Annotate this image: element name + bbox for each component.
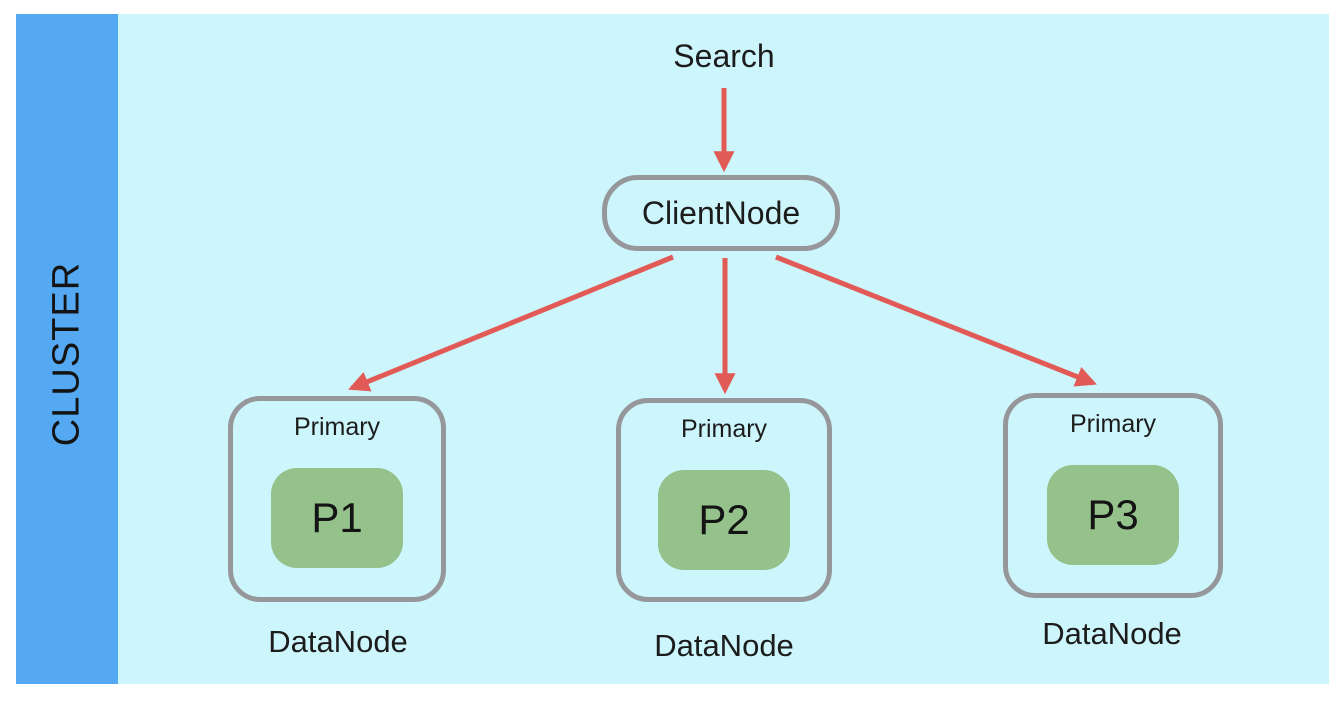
clientnode-box: ClientNode	[602, 175, 840, 251]
datanode-label-2: DataNode	[654, 628, 794, 663]
clientnode-label: ClientNode	[641, 194, 801, 231]
datanode-box-2: Primary P2	[616, 398, 832, 602]
shard-box-p1: P1	[271, 468, 403, 568]
datanode-box-1: Primary P1	[228, 396, 446, 602]
datanode-label-3: DataNode	[1042, 616, 1182, 651]
cluster-label: CLUSTER	[45, 261, 88, 447]
primary-label-1: Primary	[293, 413, 381, 441]
shard-box-p2: P2	[658, 470, 790, 570]
primary-label-2: Primary	[680, 415, 768, 443]
cluster-sidebar: CLUSTER	[16, 14, 118, 684]
datanode-label-1: DataNode	[268, 624, 408, 659]
shard-box-p3: P3	[1047, 465, 1179, 565]
datanode-box-3: Primary P3	[1003, 393, 1223, 598]
primary-label-3: Primary	[1069, 410, 1157, 438]
search-label: Search	[673, 38, 775, 74]
